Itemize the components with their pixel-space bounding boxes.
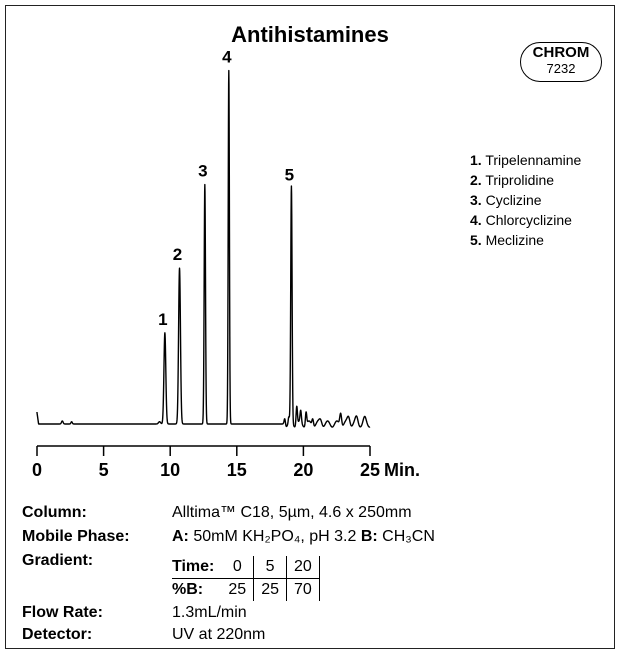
gradient-label: Gradient:: [22, 552, 94, 569]
x-axis-unit: Min.: [384, 460, 420, 480]
x-tick-label: 15: [227, 460, 247, 480]
flow-rate-label: Flow Rate:: [22, 604, 103, 621]
legend-compound: Cyclizine: [485, 192, 542, 208]
mobile-phase-value: A: 50mM KH₂PO₄, pH 3.2 B: CH₃CN: [172, 528, 435, 546]
gradient-table: Time: 0 5 20 %B: 25 25 70: [172, 556, 320, 601]
peak-label: 3: [198, 162, 207, 181]
legend-item: 4. Chlorcyclizine: [470, 210, 581, 230]
gradient-b-cell: 25: [253, 578, 287, 601]
x-tick-label: 20: [293, 460, 313, 480]
legend-compound: Meclizine: [485, 232, 544, 248]
mobile-a-value: 50mM KH₂PO₄, pH 3.2: [193, 528, 357, 545]
mobile-b-label: B:: [360, 528, 378, 545]
flow-rate-value: 1.3mL/min: [172, 604, 247, 621]
gradient-b-cell: 25: [221, 578, 255, 601]
badge-label: CHROM: [532, 44, 590, 61]
gradient-time-cell: 5: [253, 556, 287, 579]
gradient-time-label: Time:: [172, 556, 222, 579]
legend-number: 2.: [470, 172, 482, 188]
peak-legend: 1. Tripelennamine 2. Triprolidine 3. Cyc…: [470, 150, 581, 250]
x-tick-label: 5: [99, 460, 109, 480]
chromatogram-trace: [36, 69, 371, 428]
x-tick-label: 10: [160, 460, 180, 480]
legend-item: 5. Meclizine: [470, 230, 581, 250]
detector-value: UV at 220nm: [172, 626, 266, 643]
gradient-b-cell: 70: [286, 578, 320, 601]
legend-item: 2. Triprolidine: [470, 170, 581, 190]
peak-labels: 1 2 3 4 5: [158, 48, 294, 329]
mobile-phase-label: Mobile Phase:: [22, 528, 130, 545]
legend-compound: Chlorcyclizine: [485, 212, 572, 228]
legend-item: 1. Tripelennamine: [470, 150, 581, 170]
column-value: Alltima™ C18, 5µm, 4.6 x 250mm: [172, 504, 412, 521]
gradient-b-label: %B:: [172, 581, 204, 598]
gradient-time-row: Time: 0 5 20: [172, 556, 320, 579]
legend-number: 1.: [470, 152, 482, 168]
gradient-b-row: %B: 25 25 70: [172, 578, 320, 601]
legend-item: 3. Cyclizine: [470, 190, 581, 210]
badge-number: 7232: [546, 61, 576, 76]
legend-number: 4.: [470, 212, 482, 228]
detector-label: Detector:: [22, 626, 93, 643]
figure-frame: [5, 5, 615, 649]
legend-compound: Triprolidine: [485, 172, 555, 188]
x-axis-ticks: 0 5 10 15 20 25: [32, 446, 380, 480]
column-label: Column:: [22, 504, 87, 521]
peak-label: 4: [222, 48, 232, 67]
x-tick-label: 0: [32, 460, 42, 480]
chromatogram: 0 5 10 15 20 25 1 2 3 4 5 Min.: [32, 48, 420, 480]
mobile-b-value: CH₃CN: [382, 528, 435, 545]
peak-label: 1: [158, 310, 167, 329]
gradient-time-cell: 0: [221, 556, 255, 579]
legend-compound: Tripelennamine: [485, 152, 582, 168]
peak-label: 5: [285, 165, 294, 184]
chart-title: Antihistamines: [231, 22, 389, 47]
chrom-badge: CHROM 7232: [520, 42, 602, 82]
peak-label: 2: [173, 245, 182, 264]
legend-number: 3.: [470, 192, 482, 208]
mobile-a-label: A:: [172, 528, 189, 545]
legend-number: 5.: [470, 232, 482, 248]
gradient-time-cell: 20: [286, 556, 320, 579]
x-tick-label: 25: [360, 460, 380, 480]
